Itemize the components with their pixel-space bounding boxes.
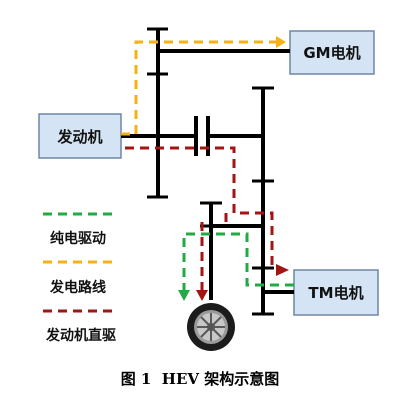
drivetrain-shafts (121, 27, 294, 316)
engine-label: 发动机 (56, 128, 102, 146)
legend-label-pure-electric: 纯电驱动 (50, 230, 106, 247)
tm-motor-box: TM电机 (293, 269, 379, 316)
wheel-icon (187, 303, 235, 351)
engine-box: 发动机 (38, 113, 122, 159)
engine-direct-route (125, 146, 274, 290)
gm-motor-box: GM电机 (289, 30, 375, 75)
gm-motor-label: GM电机 (303, 44, 360, 62)
legend-label-engine-direct: 发动机直驱 (45, 327, 116, 344)
tm-motor-label: TM电机 (308, 284, 363, 302)
engine-direct-arrowhead-wheel (196, 290, 208, 301)
engine-direct-arrowhead-motor (276, 264, 289, 276)
pure-electric-route (182, 232, 294, 290)
legend: 纯电驱动 发电路线 发动机直驱 (43, 212, 116, 344)
legend-label-generation: 发电路线 (49, 279, 106, 296)
generation-route (121, 40, 276, 136)
pure-electric-arrowhead (178, 290, 190, 301)
generation-arrowhead (276, 36, 286, 48)
figure-caption: 图 1 HEV 架构示意图 (121, 370, 280, 388)
